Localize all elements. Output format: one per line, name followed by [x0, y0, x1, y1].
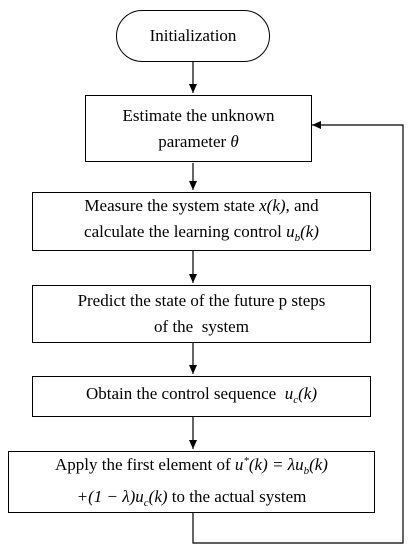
weighted-control-formula: +(1 − λ)uc(k) [76, 487, 168, 509]
estimate-line2: parameter θ [158, 129, 239, 155]
initialization-label: Initialization [149, 26, 237, 45]
apply-line2: +(1 − λ)uc(k) to the actual system [77, 484, 307, 516]
estimate-line2-text: parameter [158, 131, 227, 151]
obtain-sequence-node: Obtain the control sequence uc(k) [32, 376, 371, 417]
initialization-node: Initialization [116, 10, 270, 62]
measure-line1-tail: , and [285, 195, 319, 215]
feedback-loop-arrow [192, 121, 404, 544]
learning-control-symbol: ub(k) [286, 221, 319, 244]
predict-line2: of the system [154, 317, 249, 336]
measure-line1-text: Measure the system state [84, 195, 255, 215]
predict-state-node: Predict the state of the future p steps … [32, 285, 371, 343]
obtain-text: Obtain the control sequence [85, 383, 277, 403]
apply-line2-text: to the actual system [171, 487, 307, 506]
estimate-parameter-node: Estimate the unknown parameter θ [85, 95, 312, 162]
apply-line1: Apply the first element of u*(k) = λub(k… [55, 448, 328, 484]
measure-line2-text: calculate the learning control [84, 221, 282, 241]
optimal-control-formula: u*(k) = λub(k) [234, 455, 328, 477]
apply-element-node: Apply the first element of u*(k) = λub(k… [8, 451, 375, 513]
state-symbol: x(k) [259, 195, 286, 215]
measure-line1: Measure the system state x(k), and [84, 193, 318, 219]
control-sequence-symbol: uc(k) [284, 383, 317, 406]
estimate-line1: Estimate the unknown [122, 105, 275, 125]
predict-line1: Predict the state of the future p steps [77, 291, 326, 310]
measure-line2: calculate the learning control ub(k) [84, 219, 319, 251]
apply-line1-text: Apply the first element of [55, 455, 231, 474]
obtain-line: Obtain the control sequence uc(k) [86, 381, 317, 413]
theta-symbol: θ [230, 131, 239, 151]
measure-state-node: Measure the system state x(k), and calcu… [32, 192, 371, 251]
